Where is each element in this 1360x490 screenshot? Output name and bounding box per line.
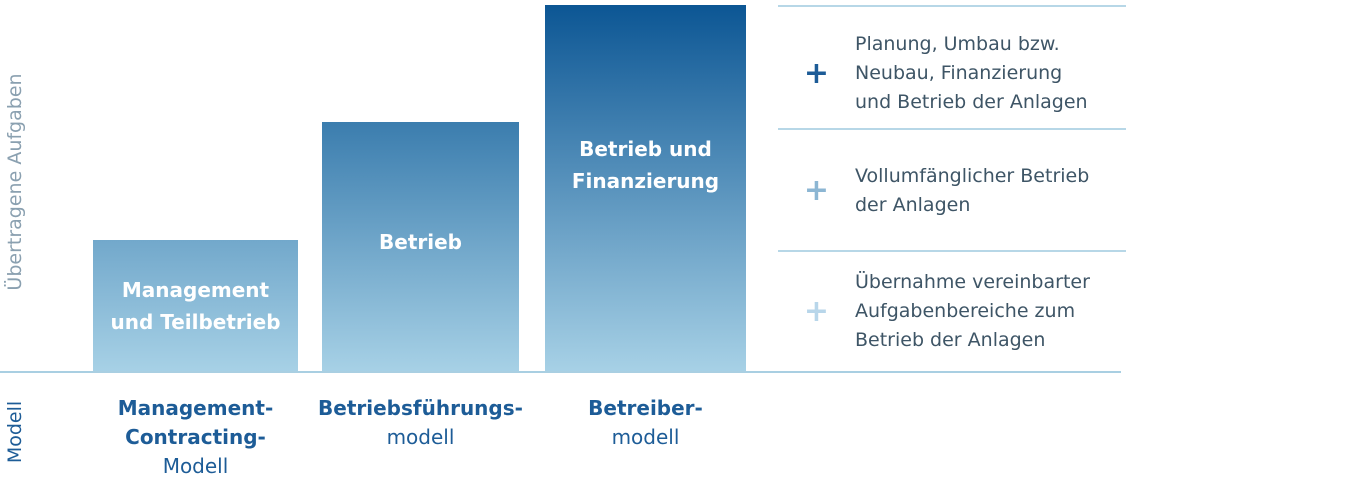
model-label-normal: modell [386, 425, 455, 449]
model-label-normal: modell [611, 425, 680, 449]
model-label-betreiber: Betreiber- modell [545, 394, 746, 452]
bar-label-line: und Teilbetrieb [110, 310, 281, 334]
task-line: Planung, Umbau bzw. [855, 33, 1060, 55]
task-line: der Anlagen [855, 194, 971, 216]
task-line: Übernahme vereinbarter [855, 271, 1090, 293]
bar-betrieb-label: Betrieb [379, 226, 462, 258]
task-line: Neubau, Finanzierung [855, 62, 1063, 84]
task-line: und Betrieb der Anlagen [855, 91, 1088, 113]
model-label-bold: Betreiber- [588, 396, 703, 420]
bar-management: Management und Teilbetrieb [93, 240, 298, 372]
task-row-partial: + Übernahme vereinbarter Aufgabenbereich… [778, 268, 1126, 355]
task-divider [778, 250, 1126, 252]
plus-icon: + [803, 293, 830, 329]
model-label-betriebsfuehrung: Betriebsführungs- modell [310, 394, 531, 452]
model-label-bold: Contracting- [125, 425, 266, 449]
task-line: Betrieb der Anlagen [855, 329, 1046, 351]
task-text: Planung, Umbau bzw. Neubau, Finanzierung… [855, 30, 1088, 117]
plus-icon: + [803, 55, 830, 91]
task-line: Aufgabenbereiche zum [855, 300, 1076, 322]
bar-betrieb-finanzierung-label: Betrieb und Finanzierung [572, 133, 719, 197]
bar-label-line: Betrieb [379, 230, 462, 254]
model-axis-label: Modell [4, 400, 26, 464]
task-row-full: + Planung, Umbau bzw. Neubau, Finanzieru… [778, 30, 1126, 117]
bar-betrieb: Betrieb [322, 122, 519, 372]
task-text: Vollumfänglicher Betrieb der Anlagen [855, 162, 1089, 220]
model-label-bold: Betriebsführungs- [318, 396, 523, 420]
task-text: Übernahme vereinbarter Aufgabenbereiche … [855, 268, 1090, 355]
y-axis-label: Übertragene Aufgaben [4, 73, 26, 291]
baseline-divider [0, 371, 1121, 373]
model-label-normal: Modell [162, 454, 229, 478]
bar-management-label: Management und Teilbetrieb [110, 274, 280, 338]
task-row-operation: + Vollumfänglicher Betrieb der Anlagen [778, 162, 1126, 220]
bar-label-line: Management [121, 278, 270, 302]
task-divider [778, 5, 1126, 7]
bar-betrieb-finanzierung: Betrieb und Finanzierung [545, 5, 746, 372]
model-label-bold: Management- [117, 396, 274, 420]
model-label-management-contracting: Management- Contracting- Modell [93, 394, 298, 481]
plus-icon: + [803, 173, 830, 208]
task-divider [778, 128, 1126, 130]
task-line: Vollumfänglicher Betrieb [855, 165, 1090, 187]
bar-label-line: Finanzierung [571, 168, 720, 193]
bar-label-line: Betrieb und [579, 136, 712, 161]
